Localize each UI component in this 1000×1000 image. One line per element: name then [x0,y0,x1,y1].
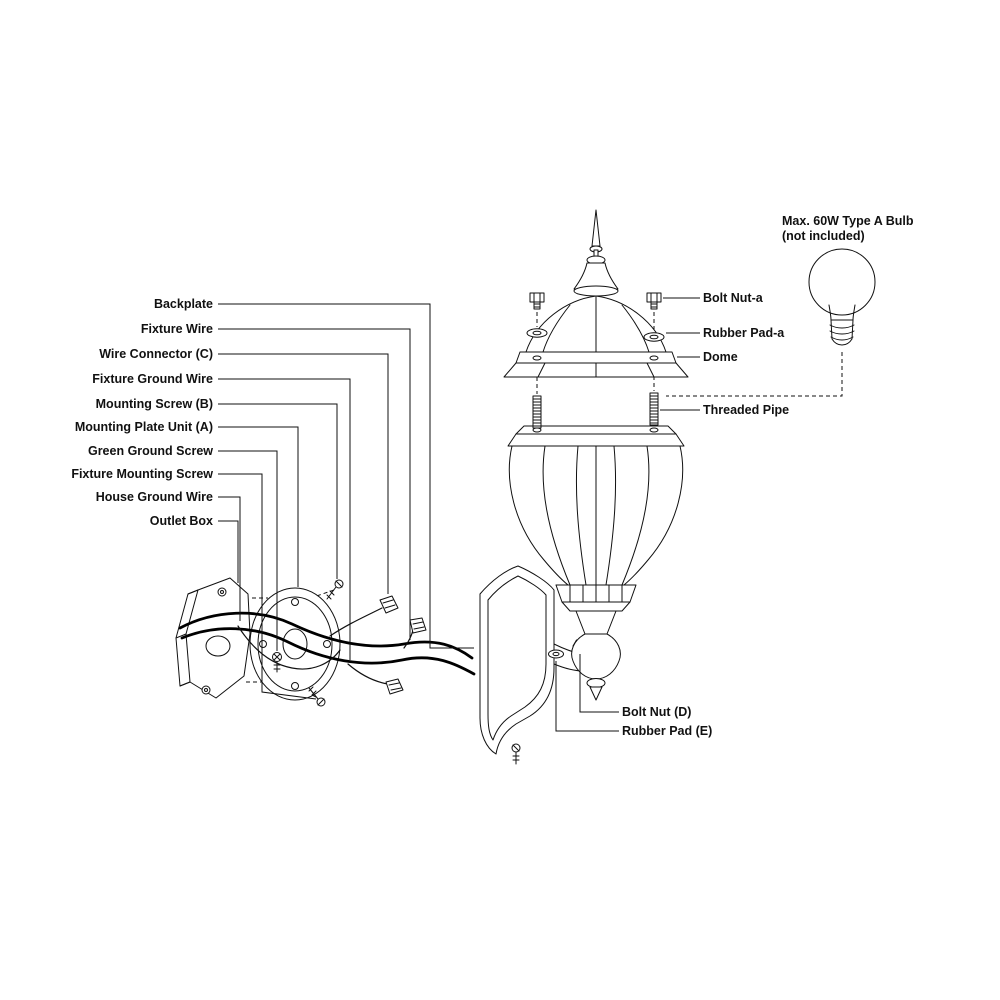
backplate [479,565,585,765]
light-bulb [666,248,876,397]
leader-outlet-box [218,520,239,583]
label-mounting-plate-unit: Mounting Plate Unit (A) [74,420,213,434]
finial [573,209,619,297]
label-dome: Dome [703,350,738,364]
label-wire-connector: Wire Connector (C) [99,347,213,361]
wire-connectors [379,595,427,695]
label-bolt-nut-a: Bolt Nut-a [703,291,763,305]
label-fixture-ground-wire: Fixture Ground Wire [92,372,213,386]
threaded-pipe-left [532,395,542,429]
bolt-nut-a-left [529,292,545,310]
center-hole [282,628,308,660]
knockout-hole [205,635,231,657]
bulb-note-line1: Max. 60W Type A Bulb [782,214,914,228]
mounting-screw-b [326,579,344,600]
leader-fixture-wire [218,328,411,640]
wire-connector-c [379,595,399,614]
label-rubber-pad-e: Rubber Pad (E) [622,724,713,738]
leader-rubber-pad-e [555,661,619,732]
leader-house-ground-wire [218,496,241,621]
dome [503,295,689,378]
leader-fixture-mounting-screw [218,473,317,700]
rubber-pad-e [548,649,564,659]
house-wire-1 [178,611,474,660]
threaded-pipe-right [649,392,659,426]
fixture-wire-2 [403,629,414,649]
label-threaded-pipe: Threaded Pipe [703,403,790,417]
leader-backplate [218,303,474,649]
leader-wire-connector [218,353,389,594]
fixture-mounting-screw [308,686,326,707]
label-bolt-nut-d: Bolt Nut (D) [622,705,692,719]
cage-top-ring [507,433,685,447]
bottom-finial [571,633,621,680]
leader-mounting-plate [218,426,299,587]
wires [178,607,476,685]
fixture-wire [329,607,383,637]
lantern-body [507,425,685,701]
leader-mounting-screw-b [218,403,338,579]
rubber-pad-a-left [526,328,548,338]
leader-fixture-ground-wire [218,378,351,660]
bulb-note-line2: (not included) [782,229,865,243]
label-mounting-screw-b: Mounting Screw (B) [95,397,213,411]
leader-lines [218,297,700,732]
house-wire-2 [180,627,476,676]
label-rubber-pad-a: Rubber Pad-a [703,326,785,340]
leader-green-ground-screw [218,450,278,651]
label-outlet-box: Outlet Box [149,514,213,528]
house-ground-wire [237,625,341,670]
outlet-box [175,577,251,699]
bolt-nut-a-right [646,292,662,310]
leader-bolt-nut-d [579,654,619,713]
label-fixture-wire: Fixture Wire [140,322,213,336]
green-ground-screw [272,652,282,673]
backplate-screw [511,743,521,765]
mounting-plate-unit [249,579,344,707]
label-house-ground-wire: House Ground Wire [95,490,213,504]
label-green-ground-screw: Green Ground Screw [87,444,213,458]
fixture-ground-wire [347,663,389,685]
bulb-leader-dashed [666,352,843,397]
label-fixture-mounting-screw: Fixture Mounting Screw [71,467,213,481]
rubber-pad-a-right [643,332,665,342]
label-bulb-note: Max. 60W Type A Bulb (not included) [782,214,914,244]
label-backplate: Backplate [153,297,213,311]
